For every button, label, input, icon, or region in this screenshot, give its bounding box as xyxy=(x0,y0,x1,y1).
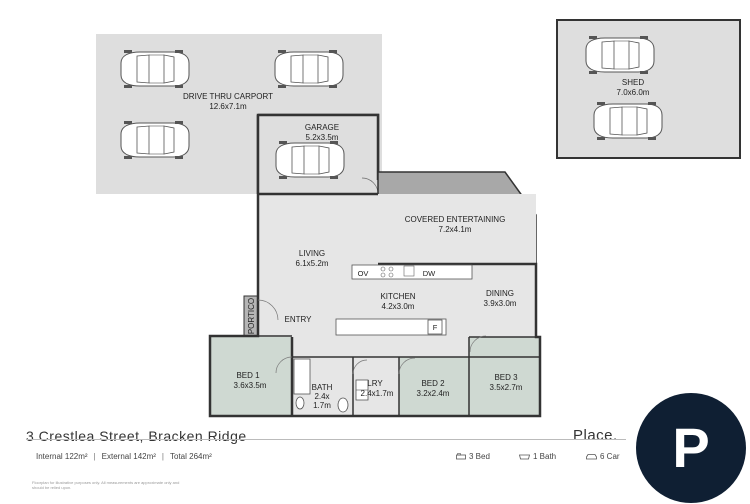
kitchen-bench xyxy=(351,264,473,280)
baths-feature: 1 Bath xyxy=(519,452,556,461)
bed-icon xyxy=(456,453,466,460)
bed3-room xyxy=(469,337,539,415)
kitchen-name: KITCHEN xyxy=(380,292,415,301)
oven-label: OV xyxy=(358,269,369,278)
bed1-size: 3.6x3.5m xyxy=(234,381,267,390)
internal-area: Internal 122m² xyxy=(36,452,88,461)
covered-name: COVERED ENTERTAINING xyxy=(405,215,506,224)
car-3 xyxy=(120,120,190,160)
dining-name: DINING xyxy=(486,289,514,298)
bed3-name: BED 3 xyxy=(494,373,518,382)
fridge-label: F xyxy=(433,323,438,332)
car-icon xyxy=(586,454,597,460)
bed1-name: BED 1 xyxy=(236,371,260,380)
bath-size-2: 1.7m xyxy=(313,401,331,410)
living-name: LIVING xyxy=(299,249,325,258)
dining-size: 3.9x3.0m xyxy=(484,299,517,308)
walls xyxy=(208,192,542,418)
area-summary: Internal 122m²|External 142m²|Total 264m… xyxy=(36,452,212,461)
car-2 xyxy=(274,49,344,89)
bed2-room xyxy=(399,357,469,415)
dishwasher-label: DW xyxy=(423,269,436,278)
bath-name: BATH xyxy=(312,383,333,392)
car-garage xyxy=(275,140,345,180)
portico-label: PORTICO xyxy=(247,298,256,334)
total-area: Total 264m² xyxy=(170,452,212,461)
car-shed-1 xyxy=(585,35,655,75)
beds-count: 3 Bed xyxy=(469,452,490,461)
shed-size: 7.0x6.0m xyxy=(617,88,650,97)
property-address: 3 Crestlea Street, Bracken Ridge xyxy=(26,428,247,444)
carport-name: DRIVE THRU CARPORT xyxy=(183,92,273,101)
car-1 xyxy=(120,49,190,89)
cars-feature: 6 Car xyxy=(586,452,620,461)
lry-name: LRY xyxy=(367,379,383,388)
garage-size: 5.2x3.5m xyxy=(306,133,339,142)
lry-size: 2.4x1.7m xyxy=(361,389,394,398)
bed2-name: BED 2 xyxy=(421,379,445,388)
garage-name: GARAGE xyxy=(305,123,339,132)
shed-name: SHED xyxy=(622,78,644,87)
covered-size: 7.2x4.1m xyxy=(439,225,472,234)
toilet xyxy=(295,396,305,410)
kitchen-island xyxy=(335,318,447,336)
entry-label: ENTRY xyxy=(285,315,313,324)
kitchen-size: 4.2x3.0m xyxy=(382,302,415,311)
bath-size-1: 2.4x xyxy=(314,392,329,401)
external-area: External 142m² xyxy=(101,452,156,461)
bed1-room xyxy=(211,337,292,415)
living-size: 6.1x5.2m xyxy=(296,259,329,268)
car-shed-2 xyxy=(593,101,663,141)
logo-letter: P xyxy=(672,416,709,479)
bath-tub xyxy=(293,358,311,395)
divider xyxy=(26,439,626,440)
beds-feature: 3 Bed xyxy=(456,452,490,461)
baths-count: 1 Bath xyxy=(533,452,557,461)
bed3-size: 3.5x2.7m xyxy=(490,383,523,392)
floor-plan: DRIVE THRU CARPORT 12.6x7.1m GARAGE 5.2x… xyxy=(96,19,741,418)
bath-icon xyxy=(519,454,530,460)
carport-size: 12.6x7.1m xyxy=(209,102,247,111)
cars-count: 6 Car xyxy=(600,452,620,461)
logo-p-icon: P xyxy=(636,393,746,503)
disclaimer-text: Floorplan for illustrative purposes only… xyxy=(32,480,180,490)
bed2-size: 3.2x2.4m xyxy=(417,389,450,398)
brand-name: Place. xyxy=(573,427,618,444)
